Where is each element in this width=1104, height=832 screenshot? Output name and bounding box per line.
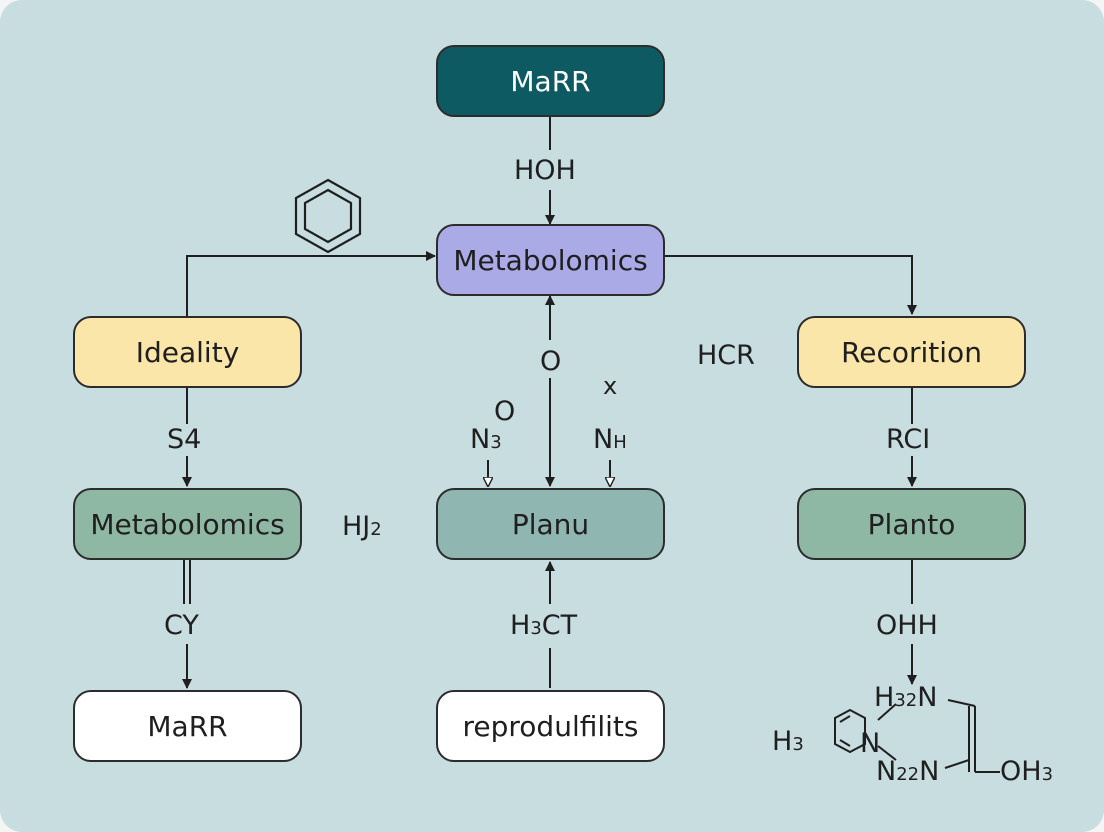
label-n3-main: N bbox=[470, 424, 491, 455]
label-h3ct-ct: CT bbox=[541, 610, 578, 641]
arrow-center-to-right bbox=[664, 255, 917, 315]
node-recorition[interactable]: Recorition bbox=[797, 316, 1026, 388]
node-left-metabolomics[interactable]: Metabolomics bbox=[73, 488, 302, 560]
label-o-center: O bbox=[540, 346, 562, 377]
label-nh: NH bbox=[593, 426, 627, 453]
bond-ring-to-n22n bbox=[877, 745, 897, 761]
label-n3: N3 bbox=[470, 426, 502, 453]
label-oh3: OH3 bbox=[1000, 758, 1053, 785]
arrow-left-to-center bbox=[186, 251, 436, 316]
node-ideality[interactable]: Ideality bbox=[73, 316, 302, 388]
label-h32n-h: H bbox=[874, 682, 895, 713]
label-hj2-sub: 2 bbox=[370, 519, 382, 540]
label-h3ct: H3CT bbox=[510, 612, 577, 639]
bond-n22n bbox=[944, 759, 970, 769]
label-s4: S4 bbox=[167, 424, 202, 455]
label-x: x bbox=[603, 372, 618, 400]
label-h3: H3 bbox=[772, 728, 804, 755]
node-top-marr[interactable]: MaRR bbox=[436, 45, 665, 117]
label-o-small: O bbox=[494, 396, 516, 427]
label-n22n-n2: N bbox=[919, 756, 940, 787]
label-hcr: HCR bbox=[697, 340, 755, 371]
node-reprodulfilits[interactable]: reprodulfilits bbox=[436, 690, 665, 762]
bond-h32n bbox=[947, 699, 976, 707]
label-n3-sub: 3 bbox=[490, 432, 502, 453]
label-h3ct-h: H bbox=[510, 610, 531, 641]
label-h32n-n: N bbox=[917, 682, 938, 713]
label-n22n-n1: N bbox=[876, 756, 897, 787]
bond-ring-to-h32n bbox=[877, 703, 897, 721]
label-nh-main: N bbox=[593, 424, 614, 455]
label-rci: RCI bbox=[886, 424, 931, 455]
label-oh3-main: OH bbox=[1000, 756, 1042, 787]
node-planto[interactable]: Planto bbox=[797, 488, 1026, 560]
label-h3-main: H bbox=[772, 726, 793, 757]
label-ohh: OHH bbox=[876, 610, 938, 641]
node-planu[interactable]: Planu bbox=[436, 488, 665, 560]
label-hj2: HJ2 bbox=[342, 513, 382, 540]
label-h3-sub: 3 bbox=[792, 734, 804, 755]
label-hj2-main: HJ bbox=[342, 511, 371, 542]
label-hoh: HOH bbox=[514, 155, 576, 186]
node-bottom-marr[interactable]: MaRR bbox=[73, 690, 302, 762]
pyridine-ring-icon bbox=[834, 708, 866, 754]
benzene-ring-icon bbox=[294, 178, 362, 254]
label-h3ct-sub: 3 bbox=[530, 618, 542, 639]
node-center-metabolomics[interactable]: Metabolomics bbox=[436, 224, 665, 296]
label-n22n: N22N bbox=[876, 758, 939, 785]
label-oh3-sub: 3 bbox=[1041, 764, 1054, 785]
label-nh-sub: H bbox=[613, 432, 627, 453]
label-h32n-sub: 32 bbox=[894, 690, 918, 711]
label-h32n: H32N bbox=[874, 684, 937, 711]
label-n22n-sub: 22 bbox=[896, 764, 920, 785]
label-ring-n: N bbox=[860, 728, 881, 759]
label-cy: CY bbox=[164, 610, 199, 641]
